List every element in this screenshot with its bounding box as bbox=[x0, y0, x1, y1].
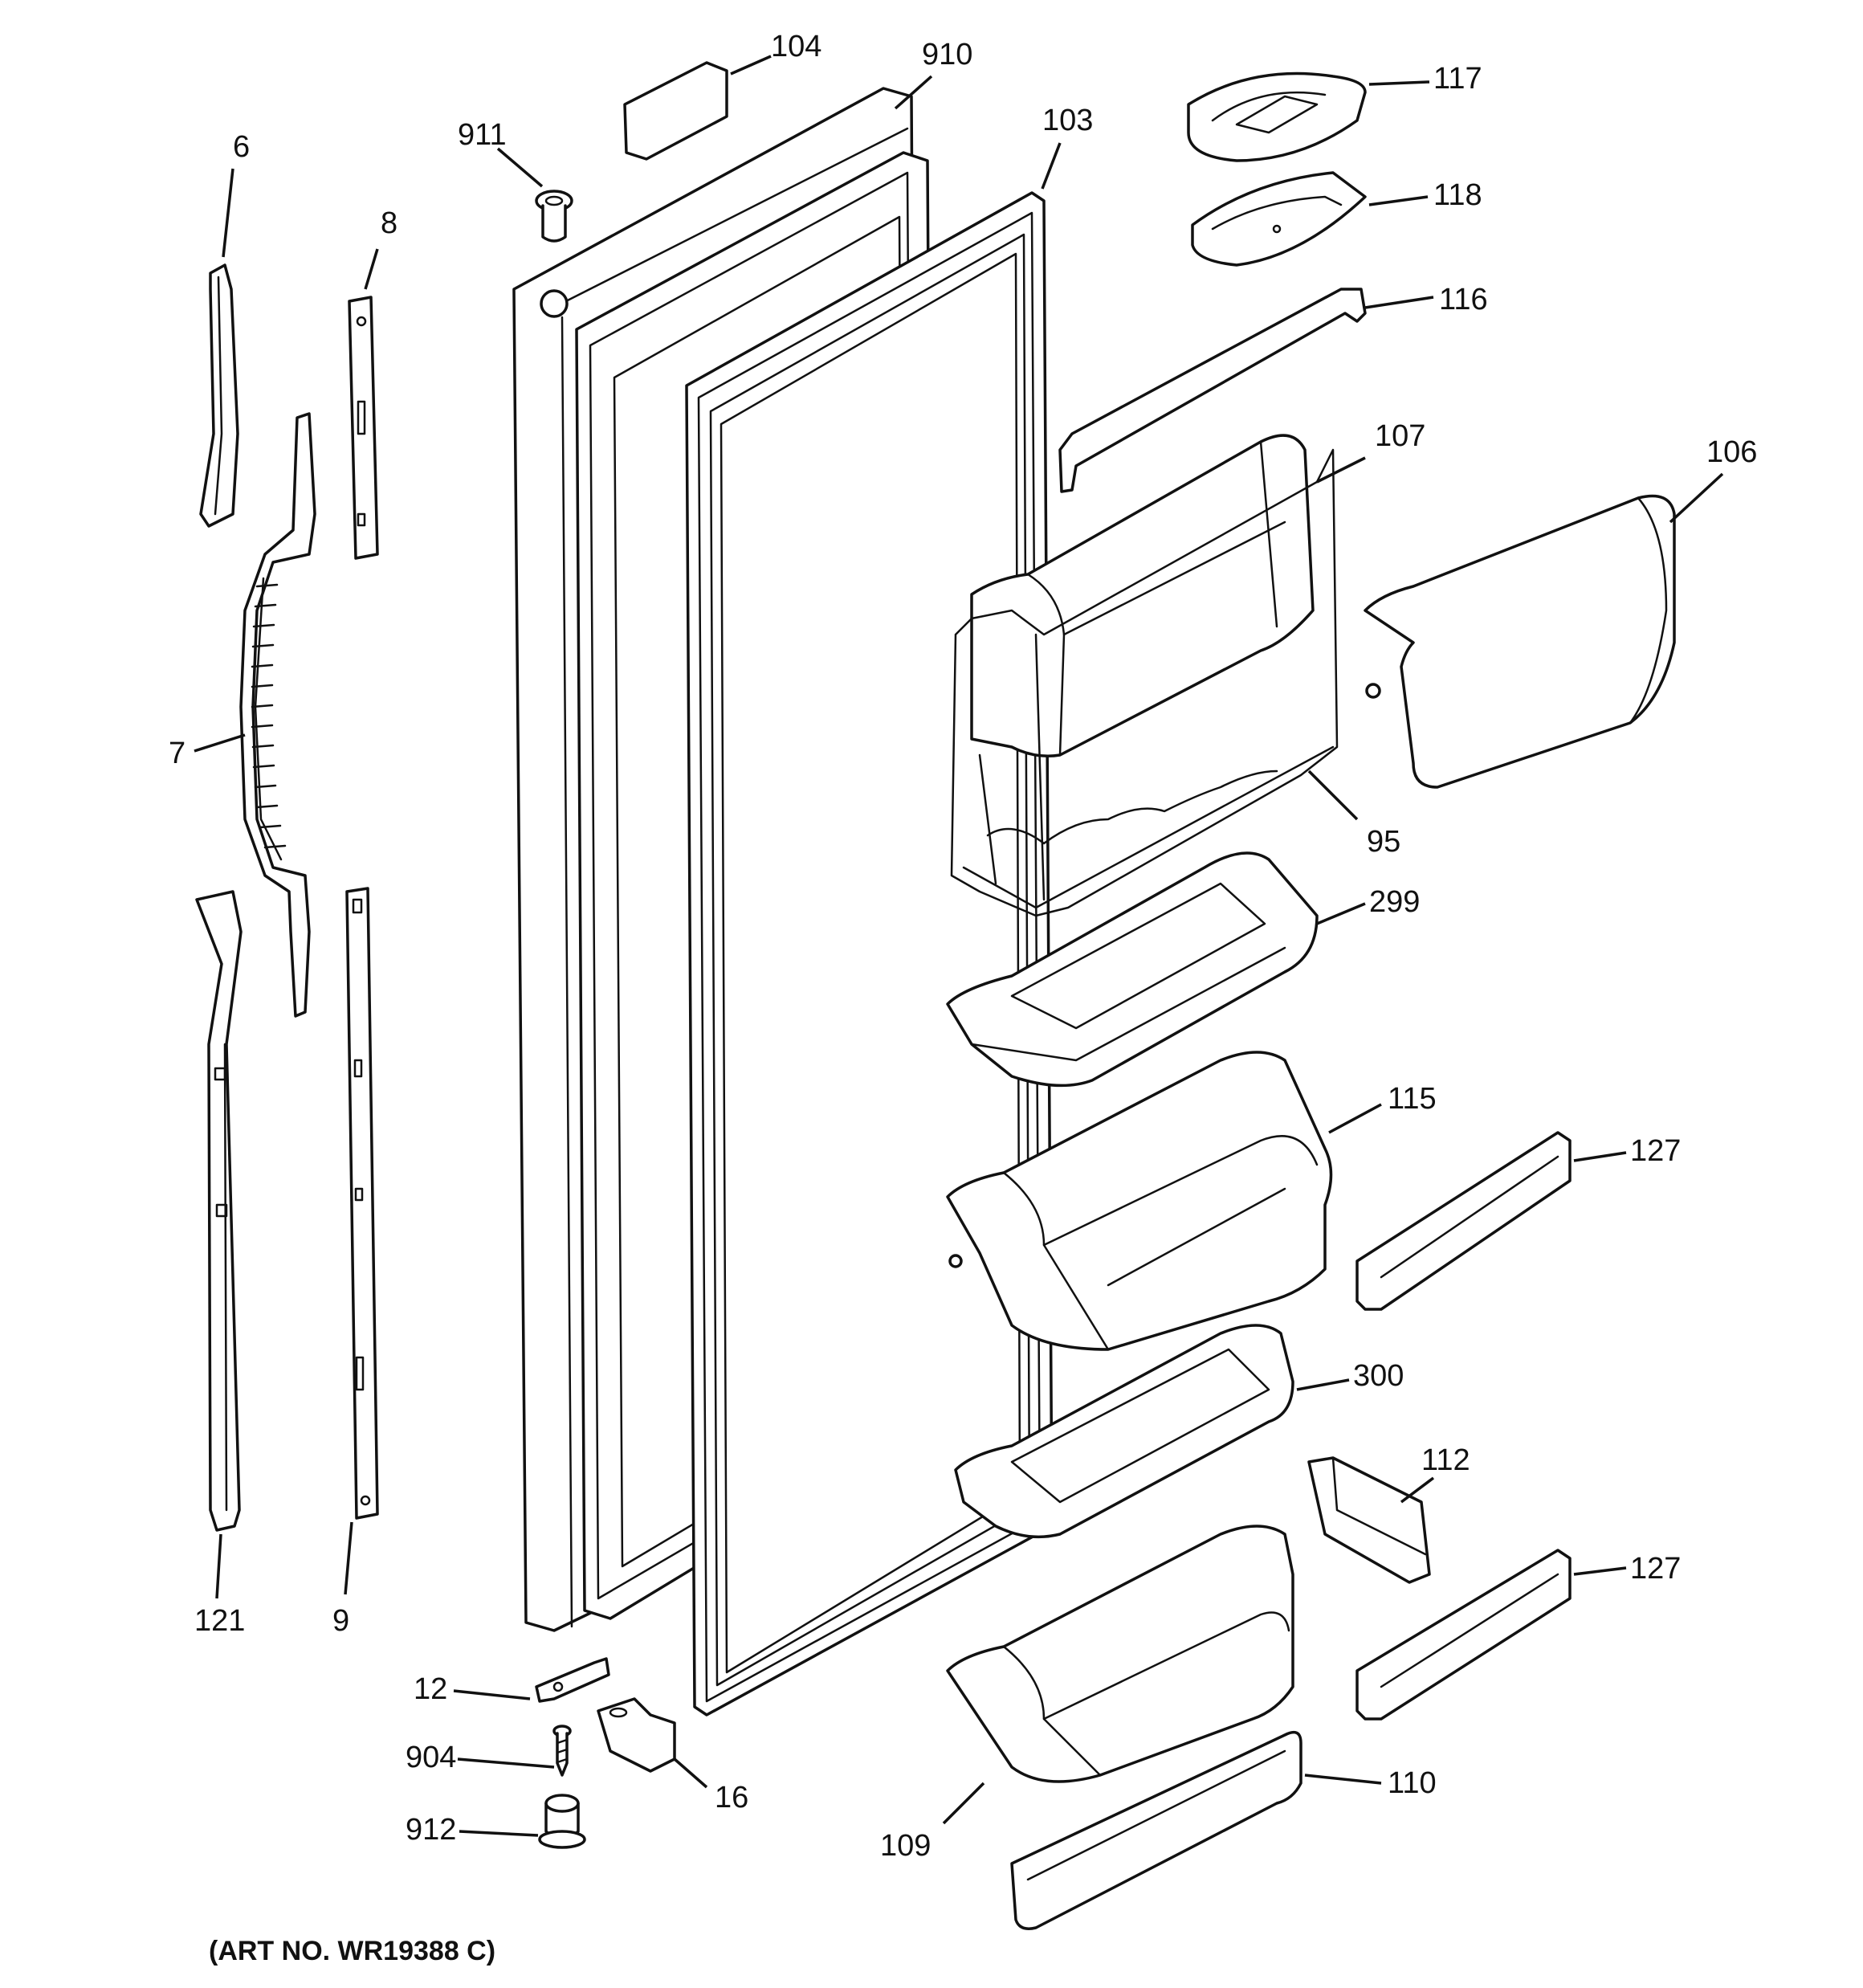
callout-12: 12 bbox=[414, 1672, 447, 1706]
screw-904 bbox=[552, 1725, 572, 1777]
dairy-door bbox=[1187, 71, 1367, 162]
callout-118: 118 bbox=[1433, 178, 1482, 212]
callout-910: 910 bbox=[922, 38, 972, 71]
callout-95: 95 bbox=[1367, 825, 1400, 859]
callout-912: 912 bbox=[406, 1813, 456, 1847]
door-bin-115 bbox=[946, 1051, 1333, 1351]
egg-bin-112 bbox=[1307, 1456, 1431, 1584]
callout-115: 115 bbox=[1388, 1082, 1437, 1116]
callout-911: 911 bbox=[458, 118, 507, 152]
dairy-bin-upper bbox=[970, 434, 1315, 757]
handle-trim-strip-top bbox=[348, 296, 379, 560]
handle-trim-strip-bottom bbox=[345, 887, 379, 1520]
bottom-hinge-bracket-16 bbox=[597, 1697, 676, 1773]
callout-127-lower: 127 bbox=[1630, 1552, 1681, 1586]
callout-leader-lines bbox=[194, 55, 1724, 1837]
callout-127-upper: 127 bbox=[1630, 1134, 1681, 1168]
callout-8: 8 bbox=[381, 206, 397, 240]
dairy-hinge-bar bbox=[1058, 288, 1367, 493]
callout-110: 110 bbox=[1388, 1766, 1437, 1800]
handle-end-cap-bottom bbox=[195, 890, 243, 1532]
callout-112: 112 bbox=[1421, 1443, 1470, 1477]
door-badge bbox=[623, 61, 728, 161]
hinge-pin-912 bbox=[538, 1794, 586, 1849]
gallon-door-bin bbox=[1364, 494, 1676, 789]
handle-grip-ridges bbox=[251, 583, 287, 849]
door-hinge-bushing-top bbox=[535, 190, 573, 243]
callout-117: 117 bbox=[1433, 62, 1482, 96]
callout-7: 7 bbox=[169, 737, 185, 770]
callout-116: 116 bbox=[1439, 283, 1488, 316]
art-number-label: (ART NO. WR19388 C) bbox=[209, 1936, 495, 1966]
bin-trim-127-upper bbox=[1355, 1131, 1572, 1311]
callout-300: 300 bbox=[1353, 1359, 1404, 1393]
shelf-299 bbox=[946, 851, 1319, 1088]
door-stop-12 bbox=[535, 1657, 610, 1703]
callout-109: 109 bbox=[880, 1829, 931, 1863]
callout-103: 103 bbox=[1042, 104, 1093, 137]
callout-6: 6 bbox=[233, 130, 250, 164]
callout-107: 107 bbox=[1375, 419, 1425, 453]
callout-9: 9 bbox=[332, 1604, 349, 1638]
callout-16: 16 bbox=[715, 1781, 748, 1815]
callout-106: 106 bbox=[1706, 435, 1757, 469]
shelf-300 bbox=[954, 1324, 1294, 1539]
bin-front-110 bbox=[1010, 1730, 1302, 1930]
handle-body bbox=[239, 412, 316, 1018]
handle-end-cap-top bbox=[199, 263, 239, 528]
callout-121: 121 bbox=[194, 1604, 245, 1638]
callout-104: 104 bbox=[771, 30, 821, 63]
door-bin-109 bbox=[946, 1525, 1294, 1783]
callout-299: 299 bbox=[1369, 885, 1420, 919]
callout-904: 904 bbox=[406, 1741, 456, 1774]
bin-trim-127-lower bbox=[1355, 1549, 1572, 1721]
wire-bottle-rack bbox=[950, 448, 1339, 917]
callout-labels: 104 910 103 911 6 8 7 121 9 117 118 116 … bbox=[169, 30, 1757, 1863]
dairy-bin bbox=[1191, 171, 1367, 267]
